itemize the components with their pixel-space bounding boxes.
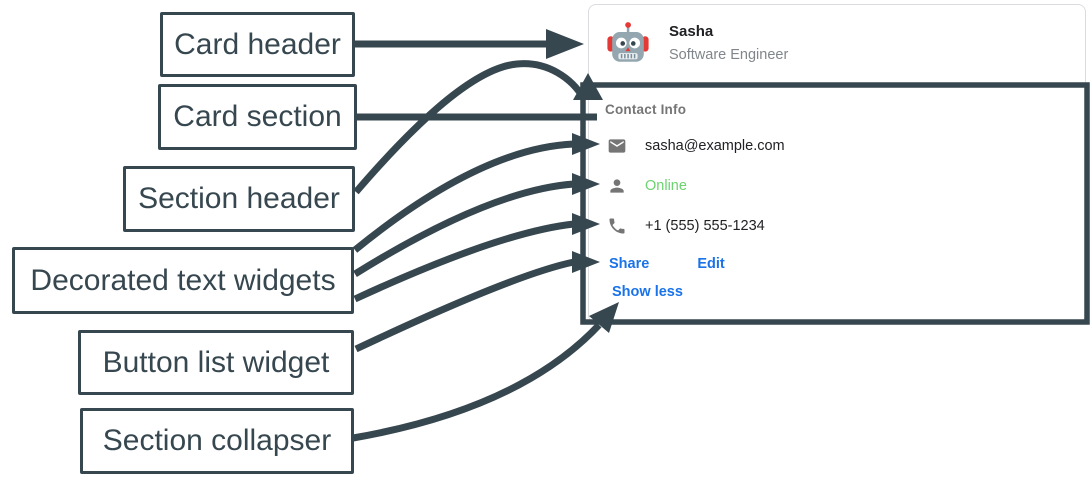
arrow-section-collapser bbox=[352, 322, 602, 442]
status-text: Online bbox=[645, 178, 687, 194]
label-button-list: Button list widget bbox=[78, 330, 354, 395]
phone-text: +1 (555) 555-1234 bbox=[645, 218, 765, 234]
arrow-section-header bbox=[353, 60, 588, 195]
arrow-button-list bbox=[354, 258, 575, 353]
label-section-header: Section header bbox=[123, 166, 355, 232]
label-decorated-text: Decorated text widgets bbox=[12, 247, 354, 314]
arrowhead-card-header bbox=[546, 29, 584, 59]
person-icon bbox=[610, 179, 624, 193]
arrow-decorated-text-status bbox=[353, 180, 575, 277]
card-header: Sasha Software Engineer bbox=[605, 20, 788, 66]
email-icon bbox=[608, 139, 626, 153]
decorated-text-email: sasha@example.com bbox=[607, 136, 785, 156]
label-card-section: Card section bbox=[158, 84, 357, 150]
decorated-text-phone: +1 (555) 555-1234 bbox=[607, 216, 765, 236]
card-subtitle: Software Engineer bbox=[669, 47, 789, 63]
share-button[interactable]: Share bbox=[609, 256, 650, 272]
contact-card: Sasha Software Engineer Contact Info sas… bbox=[588, 4, 1086, 323]
edit-button[interactable]: Edit bbox=[697, 256, 725, 272]
section-header: Contact Info bbox=[605, 102, 687, 117]
email-text: sasha@example.com bbox=[645, 138, 785, 154]
decorated-text-status: Online bbox=[607, 176, 687, 196]
label-card-header: Card header bbox=[160, 12, 355, 77]
label-section-collapser: Section collapser bbox=[80, 408, 354, 474]
section-collapser-button[interactable]: Show less bbox=[612, 284, 683, 300]
button-list: Share Edit bbox=[609, 256, 725, 272]
phone-icon bbox=[609, 218, 625, 234]
arrow-decorated-text-email bbox=[352, 140, 575, 253]
arrow-decorated-text-phone bbox=[353, 220, 575, 303]
robot-avatar-icon bbox=[607, 22, 649, 62]
card-title: Sasha bbox=[669, 23, 714, 40]
card-header-text: Sasha Software Engineer bbox=[669, 23, 788, 63]
